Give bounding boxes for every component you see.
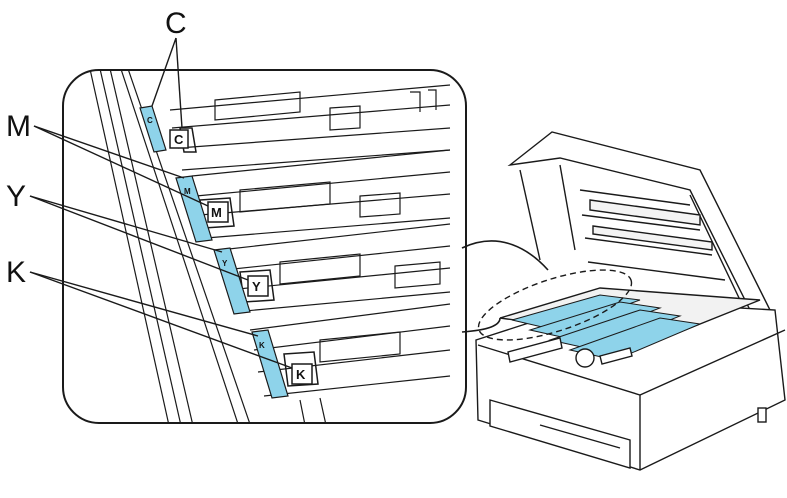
callout-k xyxy=(29,271,293,369)
panel-buttons xyxy=(599,347,633,365)
cartridge-label-c: C xyxy=(174,132,184,147)
tab-label-y: Y xyxy=(222,259,228,268)
cartridge-label-y: Y xyxy=(252,279,261,294)
printer-illustration xyxy=(475,131,786,471)
drum-slot-c xyxy=(169,84,451,171)
cartridge-badge-k: K xyxy=(291,363,313,385)
tab-label-c: C xyxy=(147,116,153,125)
callout-label-c: C xyxy=(165,7,187,40)
cartridge-label-k: K xyxy=(296,367,306,382)
tab-label-k: K xyxy=(259,341,265,350)
drum-slot-m xyxy=(191,149,451,239)
detail-inset: C M Y K C M Y K xyxy=(62,69,467,424)
power-switch xyxy=(757,407,767,423)
callout-c xyxy=(151,37,183,129)
callout-m xyxy=(33,125,209,207)
cartridge-tab-k: K xyxy=(251,329,289,399)
cartridge-tab-m: M xyxy=(175,175,213,243)
callout-label-y: Y xyxy=(6,180,26,213)
callout-label-k: K xyxy=(6,256,26,289)
drum-bay-cartridges xyxy=(511,294,702,361)
cartridge-label-m: M xyxy=(211,205,222,220)
cartridge-badge-y: Y xyxy=(247,275,269,297)
drum-slot-k xyxy=(249,303,451,423)
cartridge-badge-m: M xyxy=(207,201,229,223)
cartridge-badge-c: C xyxy=(169,129,189,149)
cartridge-tab-y: Y xyxy=(213,247,251,315)
control-dial xyxy=(575,348,595,368)
cartridge-tab-c: C xyxy=(139,105,167,153)
paper-tray xyxy=(489,399,631,469)
lcd-panel xyxy=(507,337,563,363)
highlight-outline xyxy=(477,269,633,341)
tab-label-m: M xyxy=(184,187,191,196)
connector-lines xyxy=(461,240,549,333)
callout-label-m: M xyxy=(6,110,31,143)
callout-y xyxy=(29,195,249,281)
